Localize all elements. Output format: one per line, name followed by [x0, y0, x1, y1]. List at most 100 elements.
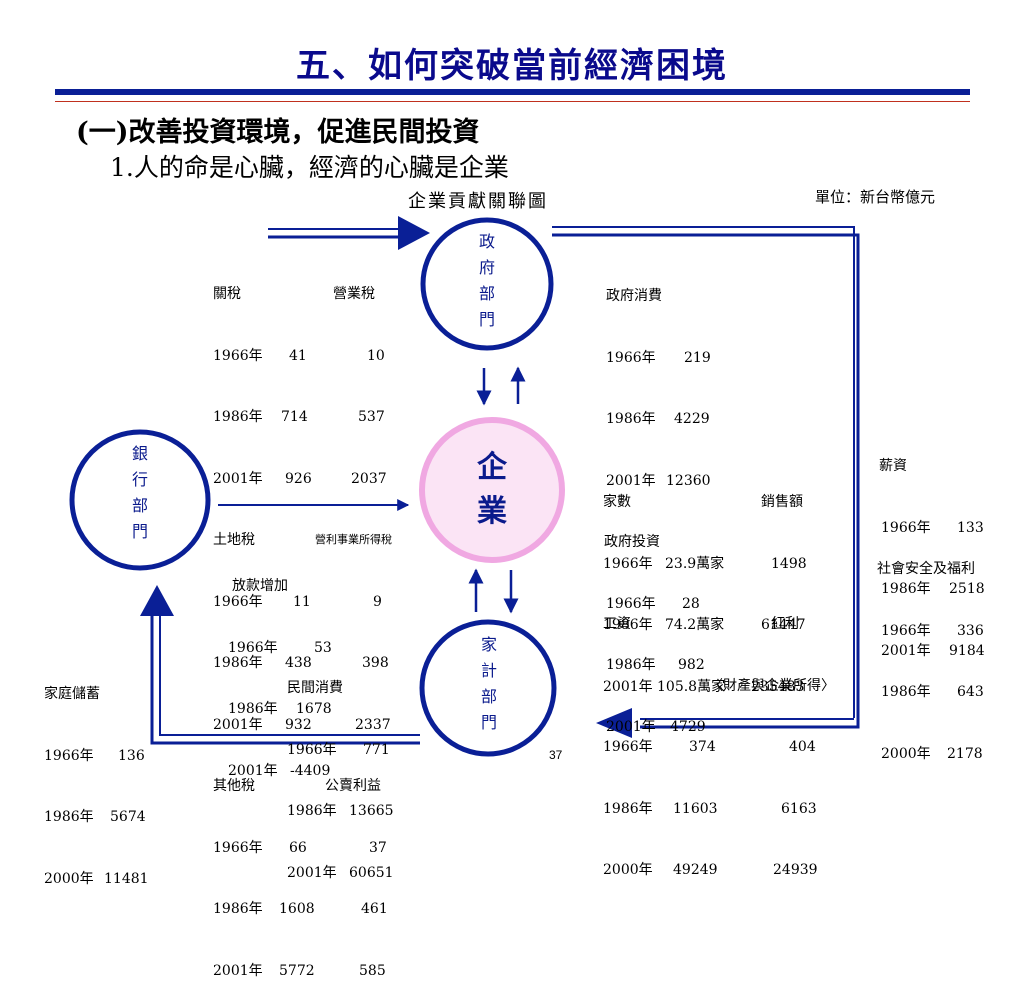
value: 5674 [110, 809, 146, 825]
household-node-label: 家 計 部 門 [474, 632, 504, 736]
value: 24939 [773, 862, 818, 878]
year: 2001年 [606, 472, 656, 489]
year: 1986年 [213, 409, 263, 425]
year: 1986年 [287, 803, 337, 819]
year: 1966年 [213, 347, 263, 364]
value: 136 [118, 747, 145, 764]
firm-count-label: 家數 [603, 494, 631, 510]
value: 1678 [296, 701, 332, 717]
year: 1966年 [213, 593, 263, 610]
value: 23.9萬家 [665, 555, 725, 572]
value: 404 [789, 739, 816, 755]
node-char: 門 [131, 522, 148, 541]
household-node [419, 619, 557, 757]
value: 932 [285, 716, 312, 733]
value: 11 [293, 593, 311, 610]
arrow-to-household [596, 708, 632, 738]
value: 6163 [781, 800, 817, 817]
enterprise-node-label: 企 業 [472, 446, 512, 534]
value: 5772 [279, 962, 315, 979]
value: 219 [684, 349, 711, 366]
year: 1986年 [44, 809, 94, 825]
year: 2001年 [213, 962, 263, 979]
node-char: 計 [480, 661, 497, 680]
value: 11481 [104, 870, 149, 887]
value: 2178 [947, 745, 983, 762]
value: 133 [957, 519, 984, 536]
value: 4729 [670, 718, 706, 735]
value: 12360 [666, 472, 711, 489]
year: 1986年 [606, 657, 656, 673]
value: 61447 [761, 617, 806, 633]
value: 982 [678, 657, 705, 673]
year: 1966年 [606, 349, 656, 366]
year: 1986年 [603, 800, 653, 817]
year: 1966年 [881, 519, 931, 536]
node-char: 政 [478, 232, 495, 251]
dividend-note: 〈財產與企業所得〉 [709, 677, 835, 694]
loans-label: 放款增加 [232, 578, 288, 594]
node-char: 部 [131, 496, 148, 515]
node-char: 銀 [131, 444, 148, 463]
customs-label: 關稅 [213, 286, 241, 302]
value: 60651 [349, 864, 394, 881]
node-char: 部 [478, 284, 495, 303]
consumption-label: 民間消費 [287, 680, 343, 696]
year: 1966年 [44, 747, 94, 764]
value: 105.8萬家 [657, 678, 726, 695]
node-char: 行 [131, 470, 148, 489]
page-number: 37 [549, 748, 563, 762]
bank-node-label: 銀 行 部 門 [125, 441, 155, 545]
wage-label: 工資 [603, 616, 631, 632]
value: 49249 [673, 862, 718, 878]
year: 1986年 [606, 411, 656, 427]
social-label: 社會安全及福利 [877, 561, 975, 577]
value: 53 [314, 639, 332, 656]
value: 771 [363, 741, 390, 758]
value: 585 [359, 962, 386, 979]
government-node-label: 政 府 部 門 [472, 229, 502, 333]
flow-diagram [69, 216, 860, 757]
salary-label: 薪資 [879, 458, 907, 474]
land-tax-label: 土地稅 [213, 532, 255, 548]
year: 1986年 [881, 684, 931, 700]
value: 926 [285, 470, 312, 487]
arrow-to-bank [140, 585, 174, 616]
year: 1986年 [228, 701, 278, 717]
value: 537 [358, 409, 385, 425]
profit-tax-label: 營利事業所得稅 [315, 533, 392, 546]
value: 13665 [349, 803, 394, 819]
value: 28 [682, 595, 700, 612]
value: 643 [957, 684, 984, 700]
year: 1986年 [213, 901, 263, 917]
value: 336 [957, 622, 984, 639]
value: 2037 [351, 470, 387, 487]
business-tax-label: 營業稅 [333, 286, 375, 302]
value: 1498 [771, 555, 807, 572]
node-char: 家 [480, 635, 497, 654]
year: 1966年 [228, 639, 278, 656]
year: 2001年 [881, 642, 931, 659]
node-char: 業 [477, 494, 507, 529]
heading-level-2: 1.人的命是心臟，經濟的心臟是企業 [110, 153, 509, 182]
enterprise-node [419, 417, 565, 563]
node-char: 門 [480, 713, 497, 732]
node-char: 企 [477, 450, 507, 485]
value: 398 [362, 655, 389, 671]
year: 1986年 [213, 655, 263, 671]
year: 2000年 [603, 862, 653, 878]
year: 2001年 [213, 716, 263, 733]
sales-label: 銷售額 [761, 494, 803, 510]
value: 438 [285, 655, 312, 671]
diagram-title: 企業貢獻關聯圖 [408, 191, 548, 212]
node-char: 部 [480, 687, 497, 706]
year: 2001年 [603, 678, 653, 695]
unit-label: 單位：新台幣億元 [815, 188, 936, 206]
year: 2001年 [606, 718, 656, 735]
